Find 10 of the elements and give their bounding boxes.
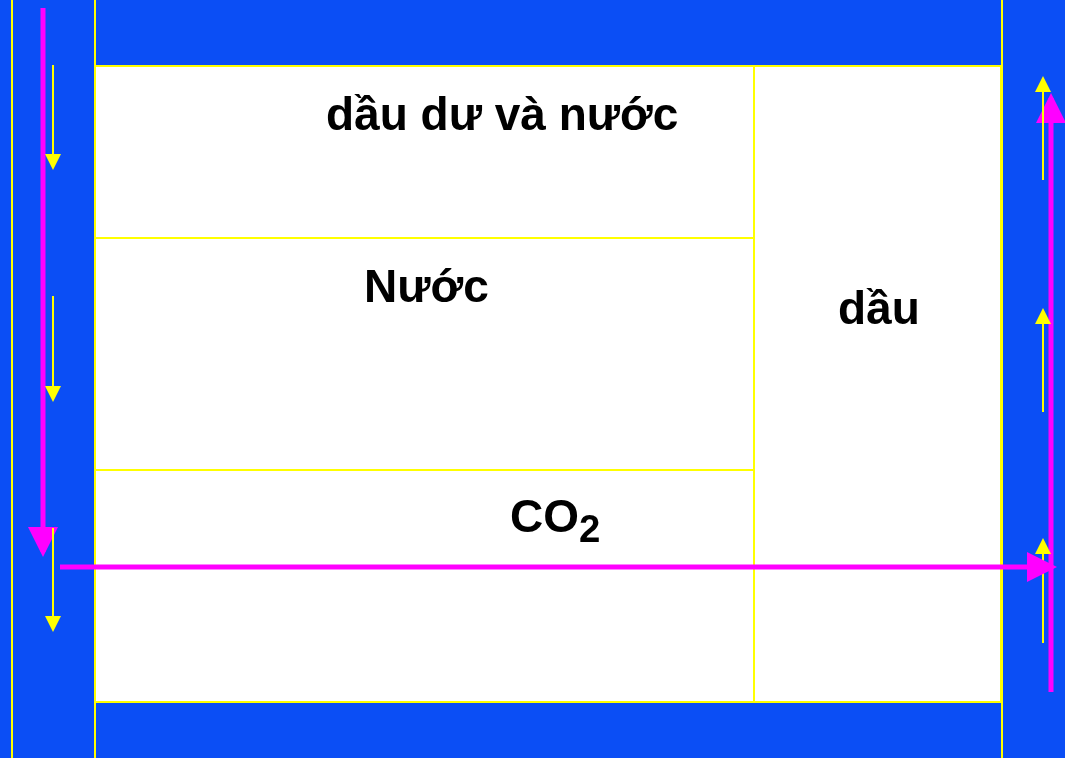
- zone-label: CO$_{2}$: [510, 493, 601, 549]
- zone-label: dầu: [838, 285, 920, 331]
- well-column: [11, 0, 96, 758]
- reservoir-zone: [94, 237, 755, 471]
- reservoir-zone: [94, 65, 755, 239]
- zone-label: dầu dư và nước: [326, 91, 679, 137]
- reservoir-zone: [753, 65, 1002, 568]
- reservoir-zone: [94, 469, 755, 568]
- flow-arrow: [60, 552, 1057, 582]
- zone-label: Nước: [364, 263, 489, 309]
